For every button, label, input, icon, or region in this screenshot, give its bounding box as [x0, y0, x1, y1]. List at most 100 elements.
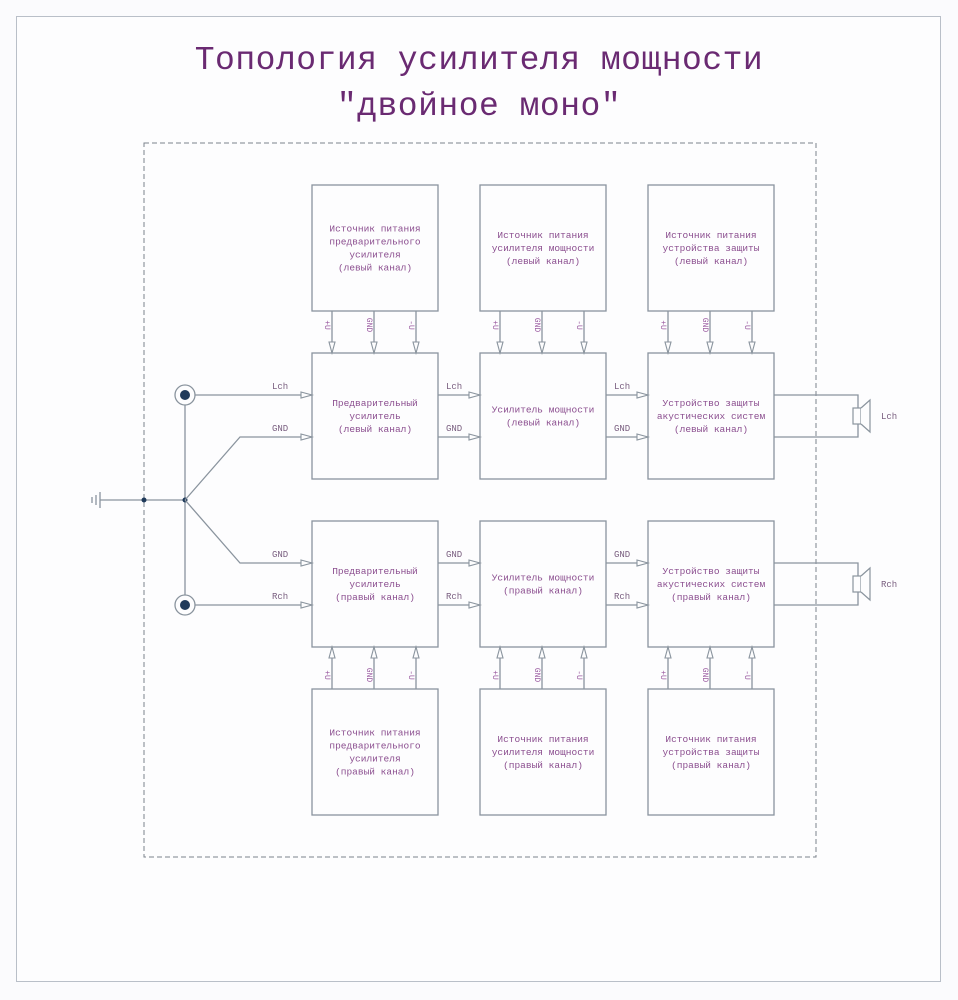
- arrow-down-icon: [580, 341, 588, 356]
- arrow-right-icon: [300, 559, 315, 567]
- input-label-rch: Rch: [272, 592, 288, 602]
- psu-preamp-left-block-label: предварительного: [329, 237, 421, 248]
- rca-jack-center: [180, 600, 190, 610]
- speaker-icon: [852, 407, 862, 425]
- psu-amp-right-block-label: (правый канал): [503, 760, 583, 771]
- power-amp-right-block: [479, 520, 607, 648]
- power-amp-left-block-label: Усилитель мощности: [492, 405, 595, 416]
- arrow-down-icon: [538, 341, 546, 356]
- speaker-right-label: Rch: [881, 580, 897, 590]
- psu-preamp-left-block-label: (левый канал): [338, 263, 412, 274]
- psu-preamp-right-block-label: предварительного: [329, 741, 421, 752]
- psu-preamp-right-block: [311, 688, 439, 816]
- supply-label-bottom: +U: [658, 670, 667, 680]
- arrow-up-icon: [370, 644, 378, 659]
- arrow-right-icon: [636, 391, 651, 399]
- speaker-cone-icon: [860, 566, 871, 602]
- psu-amp-left-block-label: Источник питания: [497, 230, 588, 241]
- signal-label-right: GND: [614, 550, 630, 560]
- arrow-right-icon: [468, 433, 483, 441]
- preamp-left-block-label: усилитель: [349, 411, 400, 422]
- diagram-layer: Источник питания предварительного усилител…: [91, 184, 897, 816]
- power-amp-right-block-label: Усилитель мощности: [492, 573, 595, 584]
- psu-amp-left-block-label: усилителя мощности: [492, 243, 595, 254]
- arrow-down-icon: [664, 341, 672, 356]
- title-line-2: "двойное моно": [336, 88, 622, 125]
- protection-left-block: [647, 352, 775, 480]
- arrow-up-icon: [496, 644, 504, 659]
- arrow-down-icon: [328, 341, 336, 356]
- supply-label-top: GND: [532, 318, 541, 333]
- arrow-up-icon: [538, 644, 546, 659]
- psu-protection-right-block-label: Источник питания: [665, 734, 756, 745]
- psu-amp-right-block-label: Источник питания: [497, 734, 588, 745]
- arrow-right-icon: [300, 391, 315, 399]
- gnd-wire-left: [184, 436, 312, 501]
- arrow-up-icon: [580, 644, 588, 659]
- preamp-right-block-label: усилитель: [349, 579, 400, 590]
- psu-protection-right-block-label: (правый канал): [671, 760, 751, 771]
- supply-label-bottom: GND: [700, 668, 709, 683]
- arrow-up-icon: [706, 644, 714, 659]
- signal-label-right: Rch: [446, 592, 462, 602]
- supply-label-top: -U: [742, 320, 751, 330]
- psu-amp-right-block: [479, 688, 607, 816]
- psu-protection-right-block: [647, 688, 775, 816]
- preamp-right-block-label: (правый канал): [335, 592, 415, 603]
- protection-left-block-label: (левый канал): [674, 424, 748, 435]
- speaker-right-wire-neg: [774, 592, 859, 606]
- psu-preamp-left-block: [311, 184, 439, 312]
- speaker-cone-icon: [860, 398, 871, 434]
- preamp-right-block-label: Предварительный: [332, 566, 418, 577]
- arrow-down-icon: [370, 341, 378, 356]
- supply-label-bottom: GND: [532, 668, 541, 683]
- psu-preamp-left-block-label: Источник питания: [329, 224, 420, 235]
- psu-preamp-right-block-label: усилителя: [349, 754, 400, 765]
- arrow-right-icon: [468, 559, 483, 567]
- arrow-down-icon: [412, 341, 420, 356]
- psu-amp-left-block: [479, 184, 607, 312]
- signal-label-right: Rch: [614, 592, 630, 602]
- psu-protection-left-block-label: (левый канал): [674, 256, 748, 267]
- power-amp-right-block-label: (правый канал): [503, 586, 583, 597]
- supply-label-bottom: GND: [364, 668, 373, 683]
- supply-label-top: GND: [364, 318, 373, 333]
- arrow-right-icon: [468, 601, 483, 609]
- supply-label-top: -U: [574, 320, 583, 330]
- signal-label-left: Lch: [614, 382, 630, 392]
- speaker-right-wire-pos: [774, 562, 859, 576]
- arrow-up-icon: [664, 644, 672, 659]
- supply-label-top: -U: [406, 320, 415, 330]
- signal-label-left: Lch: [446, 382, 462, 392]
- signal-label-right: GND: [446, 550, 462, 560]
- rca-jack-center: [180, 390, 190, 400]
- arrow-down-icon: [496, 341, 504, 356]
- arrow-right-icon: [300, 433, 315, 441]
- arrow-up-icon: [328, 644, 336, 659]
- protection-right-block-label: Устройство защиты: [663, 566, 760, 577]
- gnd-wire-right: [184, 499, 312, 564]
- psu-amp-right-block-label: усилителя мощности: [492, 747, 595, 758]
- input-label-gnd: GND: [272, 424, 288, 434]
- arrow-right-icon: [300, 601, 315, 609]
- title-line-1: Топология усилителя мощности: [194, 42, 764, 79]
- speaker-left-wire-neg: [774, 424, 859, 438]
- supply-label-bottom: -U: [742, 670, 751, 680]
- arrow-down-icon: [748, 341, 756, 356]
- diagram-title: Топология усилителя мощности "двойное мо…: [0, 38, 958, 130]
- input-label-lch: Lch: [272, 382, 288, 392]
- psu-protection-left-block-label: устройства защиты: [663, 243, 760, 254]
- enclosure-boundary: [143, 142, 817, 858]
- signal-label-left: GND: [446, 424, 462, 434]
- psu-protection-left-block-label: Источник питания: [665, 230, 756, 241]
- preamp-left-block-label: (левый канал): [338, 424, 412, 435]
- protection-left-block-label: Устройство защиты: [663, 398, 760, 409]
- supply-label-top: GND: [700, 318, 709, 333]
- supply-label-bottom: -U: [406, 670, 415, 680]
- supply-label-bottom: -U: [574, 670, 583, 680]
- preamp-left-block-label: Предварительный: [332, 398, 418, 409]
- preamp-left-block: [311, 352, 439, 480]
- psu-protection-left-block: [647, 184, 775, 312]
- psu-amp-left-block-label: (левый канал): [506, 256, 580, 267]
